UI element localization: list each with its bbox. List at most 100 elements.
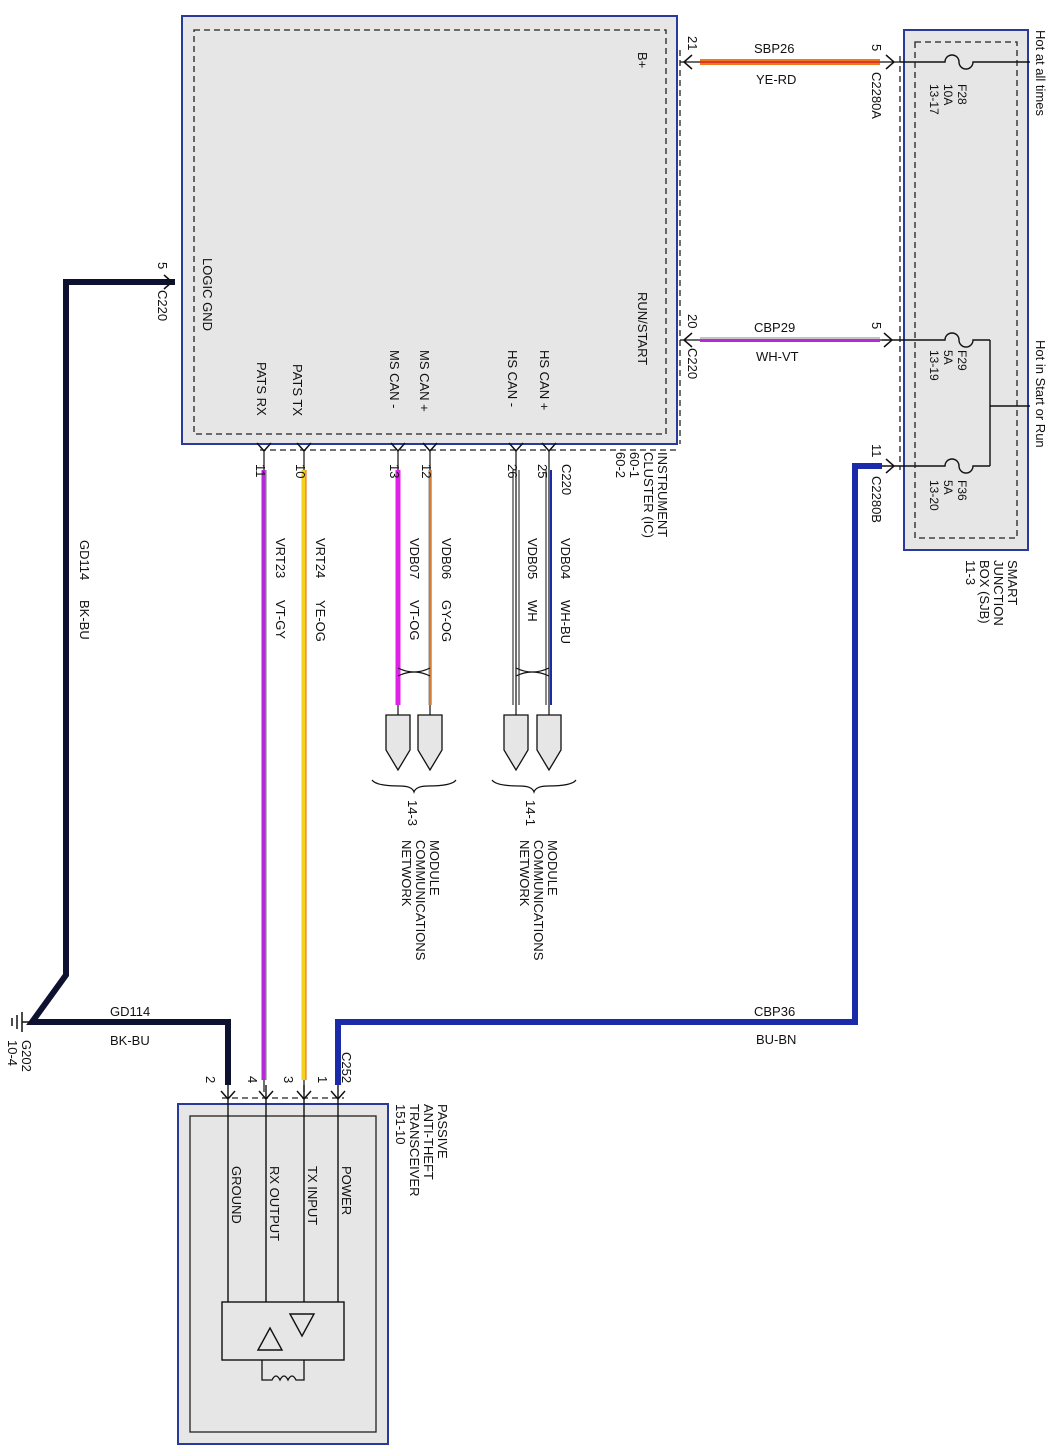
- pats-pin4-icon: [258, 1090, 274, 1101]
- wire-vrt24-circuit: VRT24: [313, 538, 328, 578]
- pats-module: [177, 1103, 389, 1445]
- ic-pin-patsrx-label: PATS RX: [254, 362, 269, 416]
- ic-bplus-pin-icon: [682, 54, 693, 70]
- ic-patsrx-pin-icon: [256, 442, 272, 453]
- wire-vdb06-color: GY-OG: [439, 600, 454, 642]
- wire-vrt23-color: VT-GY: [273, 600, 288, 639]
- ic-pin-21: 21: [685, 36, 700, 50]
- wire-vdb05-circuit: VDB05: [525, 538, 540, 579]
- ic-pin-10: 10: [293, 464, 308, 478]
- pats-pin1-icon: [330, 1090, 346, 1101]
- wire-gd114-upper-circuit: GD114: [77, 540, 92, 580]
- pats-pin-4: 4: [245, 1076, 260, 1083]
- svg-text:INSTRUMENT: INSTRUMENT: [655, 452, 670, 537]
- svg-text:COMMUNICATIONS: COMMUNICATIONS: [531, 840, 546, 961]
- pats-pin-2: 2: [203, 1076, 218, 1083]
- sjb-f36-pin-icon: [885, 458, 896, 474]
- ic-pin-runstart-label: RUN/START: [635, 292, 650, 365]
- hot-at-all-times-label: Hot at all times: [1033, 30, 1048, 116]
- ic-pin-13: 13: [387, 464, 402, 478]
- ic-pin-logicgnd-label: LOGIC GND: [200, 258, 215, 331]
- svg-text:NETWORK: NETWORK: [399, 840, 414, 907]
- pats-pin3-icon: [296, 1090, 312, 1101]
- wire-vrt23: [261, 450, 267, 1092]
- svg-text:MODULE: MODULE: [427, 840, 442, 896]
- ic-pin-bplus-label: B+: [635, 52, 650, 68]
- ic-c220-bottom: C220: [559, 464, 574, 495]
- wire-sbp26-circuit: SBP26: [754, 41, 794, 56]
- ic-logicgnd-pin-icon: [163, 274, 174, 290]
- ground-g202-label: G202: [19, 1040, 34, 1072]
- ic-pin-20: 20: [685, 314, 700, 328]
- instrument-cluster-title: INSTRUMENT CLUSTER (IC) 60-1 60-2: [613, 452, 670, 538]
- wire-cbp29-circuit: CBP29: [754, 320, 795, 335]
- svg-text:60-2: 60-2: [613, 452, 628, 478]
- wire-vdb04-color: WH-BU: [558, 600, 573, 644]
- wire-vdb04: [545, 450, 552, 715]
- svg-text:MODULE: MODULE: [545, 840, 560, 896]
- ms-can-minus-connector-icon: [385, 714, 411, 772]
- svg-text:151-10: 151-10: [393, 1104, 408, 1144]
- wire-vdb06-circuit: VDB06: [439, 538, 454, 579]
- svg-text:ANTI-THEFT: ANTI-THEFT: [421, 1104, 436, 1180]
- pats-power-label: POWER: [339, 1166, 354, 1215]
- pats-rx-output-label: RX OUTPUT: [267, 1166, 282, 1241]
- pats-pin-3: 3: [281, 1076, 296, 1083]
- svg-text:13-19: 13-19: [927, 350, 941, 381]
- wire-sbp26: [680, 59, 900, 65]
- ic-pin-12: 12: [419, 464, 434, 478]
- wire-vdb05: [512, 450, 520, 715]
- ic-pin-mscanplus-label: MS CAN +: [417, 350, 432, 412]
- sjb-f29-pin-icon: [883, 332, 894, 348]
- ms-network-label: MODULE COMMUNICATIONS NETWORK: [399, 840, 442, 961]
- svg-text:F36: F36: [955, 480, 969, 501]
- wire-gd114-lower-circuit: GD114: [110, 1004, 150, 1019]
- hs-can-twist-icon: [515, 667, 550, 677]
- pats-title: PASSIVE ANTI-THEFT TRANSCEIVER 151-10: [393, 1104, 450, 1196]
- sjb-title: SMART JUNCTION BOX (SJB) 11-3: [963, 560, 1020, 626]
- wire-cbp29: [680, 337, 882, 342]
- fuse-f36: F36 5A 13-20: [882, 458, 990, 511]
- ic-hscanminus-pin-icon: [508, 442, 524, 453]
- sjb-pin-5a: 5: [869, 44, 884, 51]
- ic-pin-11: 11: [253, 464, 268, 478]
- ic-c220-right: C220: [685, 348, 700, 379]
- ic-pin-mscanminus-label: MS CAN -: [387, 350, 402, 409]
- pats-ground-label: GROUND: [229, 1166, 244, 1224]
- hs-can-minus-connector-icon: [503, 714, 529, 772]
- wire-gd114-lower-color: BK-BU: [110, 1033, 150, 1048]
- ic-pin-26: 26: [505, 464, 520, 478]
- ms-can-plus-connector-icon: [417, 714, 443, 772]
- svg-text:5A: 5A: [941, 480, 955, 495]
- wire-vdb05-color: WH: [525, 600, 540, 622]
- ic-pin-25: 25: [535, 464, 550, 478]
- wire-vrt24: [301, 450, 307, 1092]
- wire-cbp29-color: WH-VT: [756, 349, 799, 364]
- svg-text:11-3: 11-3: [963, 560, 978, 585]
- svg-text:60-1: 60-1: [627, 452, 642, 478]
- wire-cbp36-circuit: CBP36: [754, 1004, 795, 1019]
- pats-pin2-icon: [220, 1090, 236, 1101]
- svg-text:TRANSCEIVER: TRANSCEIVER: [407, 1104, 422, 1196]
- svg-text:JUNCTION: JUNCTION: [991, 560, 1006, 626]
- instrument-cluster-module: [181, 15, 678, 445]
- wire-cbp36: [335, 463, 882, 1085]
- svg-text:BOX (SJB): BOX (SJB): [977, 560, 992, 624]
- ic-pin-5: 5: [155, 262, 170, 269]
- wire-vdb04-circuit: VDB04: [558, 538, 573, 579]
- sjb-pin-5b: 5: [869, 322, 884, 329]
- wire-vrt23-circuit: VRT23: [273, 538, 288, 578]
- pats-tx-input-label: TX INPUT: [305, 1166, 320, 1225]
- hs-network-ref: 14-1: [523, 800, 538, 826]
- ic-pin-hscanplus-label: HS CAN +: [537, 350, 552, 410]
- fuse-f28: F28 10A 13-17: [900, 54, 1030, 115]
- wire-vdb07-circuit: VDB07: [407, 538, 422, 579]
- fuse-f29: F29 5A 13-19: [882, 332, 990, 381]
- svg-text:COMMUNICATIONS: COMMUNICATIONS: [413, 840, 428, 961]
- wire-vdb07-color: VT-OG: [407, 600, 422, 640]
- ic-mscanminus-pin-icon: [390, 442, 406, 453]
- svg-text:13-17: 13-17: [927, 84, 941, 115]
- svg-text:NETWORK: NETWORK: [517, 840, 532, 907]
- pats-pin-1: 1: [315, 1076, 330, 1083]
- ic-runstart-pin-icon: [682, 332, 693, 348]
